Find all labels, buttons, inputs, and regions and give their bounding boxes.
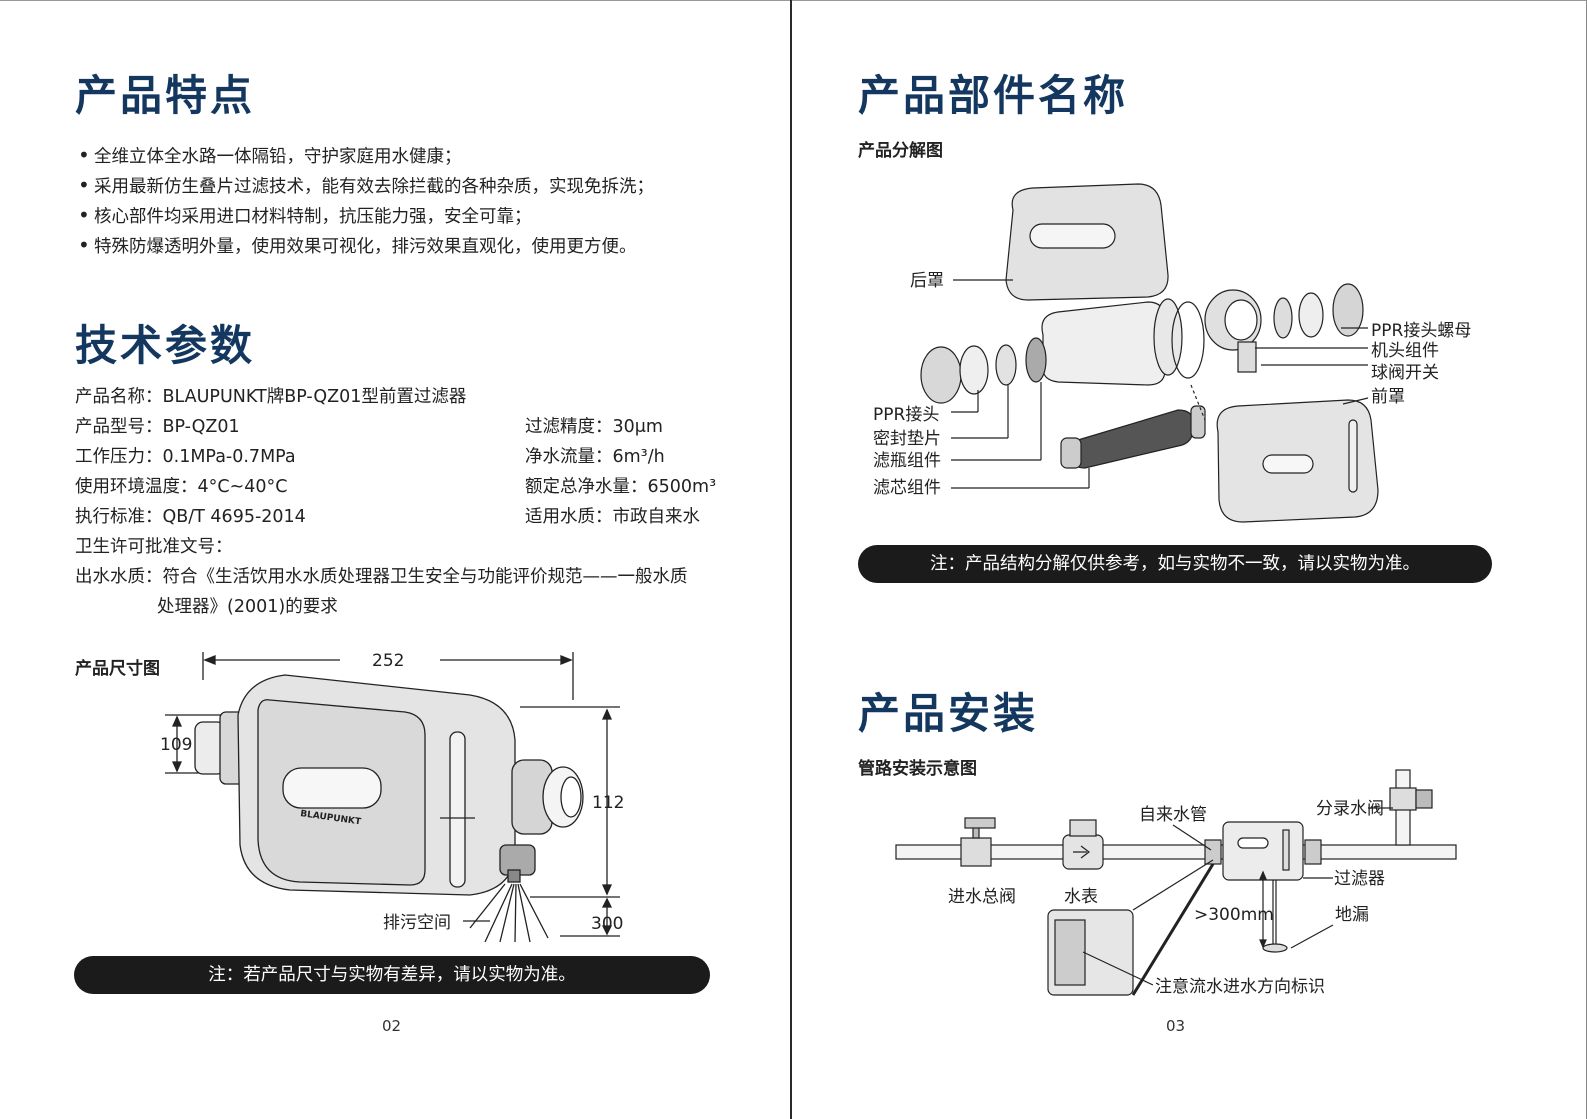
label-ppr-joint: PPR接头 bbox=[873, 405, 939, 425]
dim-width: 252 bbox=[372, 651, 404, 671]
spec-temp: 使用环境温度：4°C~40°C bbox=[75, 477, 288, 497]
page-number-right: 03 bbox=[1166, 1017, 1186, 1035]
label-gasket: 密封垫片 bbox=[873, 429, 941, 449]
page-left: 产品特点 全维立体全水路一体隔铅，守护家庭用水健康； 采用最新仿生叠片过滤技术，… bbox=[0, 0, 792, 1119]
parts-title: 产品部件名称 bbox=[858, 71, 1129, 120]
page-number-left: 02 bbox=[382, 1017, 402, 1035]
page-divider bbox=[790, 0, 792, 1119]
spec-model: 产品型号：BP-QZ01 bbox=[75, 417, 240, 437]
spec-quality: 出水水质：符合《生活饮用水水质处理器卫生安全与功能评价规范——一般水质 bbox=[75, 567, 688, 587]
specs-title: 技术参数 bbox=[75, 321, 256, 370]
spec-quality-cont: 处理器》(2001)的要求 bbox=[157, 597, 338, 617]
spec-flow: 净水流量：6m³/h bbox=[525, 447, 665, 467]
label-distance: >300mm bbox=[1194, 905, 1274, 925]
spec-name: 产品名称：BLAUPUNKT牌BP-QZ01型前置过滤器 bbox=[75, 387, 467, 407]
spec-water: 适用水质：市政自来水 bbox=[525, 507, 700, 527]
label-meter: 水表 bbox=[1064, 887, 1098, 907]
exploded-diagram: 后罩 PPR接头螺母 机头组件 球阀开关 前罩 PPR接头 密封垫片 滤瓶组件 … bbox=[873, 183, 1471, 523]
dim-height-right: 112 bbox=[592, 793, 624, 813]
label-bottle: 滤瓶组件 bbox=[873, 451, 941, 471]
label-rear-cover: 后罩 bbox=[910, 271, 944, 291]
features-title: 产品特点 bbox=[75, 71, 256, 120]
label-flow-mark: 注意流水进水方向标识 bbox=[1155, 977, 1325, 997]
size-note: 注：若产品尺寸与实物有差异，请以实物为准。 bbox=[74, 956, 710, 994]
parts-note: 注：产品结构分解仅供参考，如与实物不一致，请以实物为准。 bbox=[858, 545, 1492, 583]
feature-item: 特殊防爆透明外量，使用效果可视化，排污效果直观化，使用更方便。 bbox=[78, 230, 654, 260]
dimension-title: 产品尺寸图 bbox=[75, 659, 160, 679]
label-floor-drain: 地漏 bbox=[1335, 905, 1369, 925]
feature-item: 采用最新仿生叠片过滤技术，能有效去除拦截的各种杂质，实现免拆洗； bbox=[78, 170, 654, 200]
features-list: 全维立体全水路一体隔铅，守护家庭用水健康； 采用最新仿生叠片过滤技术，能有效去除… bbox=[78, 140, 654, 260]
label-filter: 过滤器 bbox=[1334, 869, 1385, 889]
top-border bbox=[0, 0, 1587, 1]
spec-standard: 执行标准：QB/T 4695-2014 bbox=[75, 507, 306, 527]
install-title: 产品安装 bbox=[858, 689, 1039, 738]
feature-item: 全维立体全水路一体隔铅，守护家庭用水健康； bbox=[78, 140, 654, 170]
drain-space-label: 排污空间 bbox=[383, 913, 451, 933]
feature-item: 核心部件均采用进口材料特制，抗压能力强，安全可靠； bbox=[78, 200, 654, 230]
label-main-valve: 进水总阀 bbox=[948, 887, 1016, 907]
dimension-drawing: BLAUPUNKT 252 109 112 300 排污空间 bbox=[160, 651, 624, 943]
spec-pressure: 工作压力：0.1MPa-0.7MPa bbox=[75, 447, 296, 467]
label-branch-valve: 分录水阀 bbox=[1316, 799, 1384, 819]
page-right: 产品部件名称 产品分解图 bbox=[793, 0, 1587, 1119]
dim-clearance: 300 bbox=[591, 914, 623, 934]
pipe-title: 管路安装示意图 bbox=[858, 759, 977, 779]
spec-permit: 卫生许可批准文号： bbox=[75, 537, 233, 557]
spec-precision: 过滤精度：30μm bbox=[525, 417, 663, 437]
spec-total: 额定总净水量：6500m³ bbox=[525, 477, 717, 497]
label-ball-valve: 球阀开关 bbox=[1371, 363, 1439, 383]
label-cartridge: 滤芯组件 bbox=[873, 478, 941, 498]
label-front-cover: 前罩 bbox=[1371, 387, 1405, 407]
label-ppr-nut: PPR接头螺母 bbox=[1371, 321, 1471, 341]
label-tap-pipe: 自来水管 bbox=[1139, 805, 1207, 825]
install-diagram: 自来水管 分录水阀 进水总阀 水表 过滤器 >300mm 地漏 注意流水进水方向… bbox=[895, 769, 1457, 997]
exploded-title: 产品分解图 bbox=[858, 141, 943, 161]
dim-height-left: 109 bbox=[160, 735, 192, 755]
label-head-assembly: 机头组件 bbox=[1371, 341, 1439, 361]
